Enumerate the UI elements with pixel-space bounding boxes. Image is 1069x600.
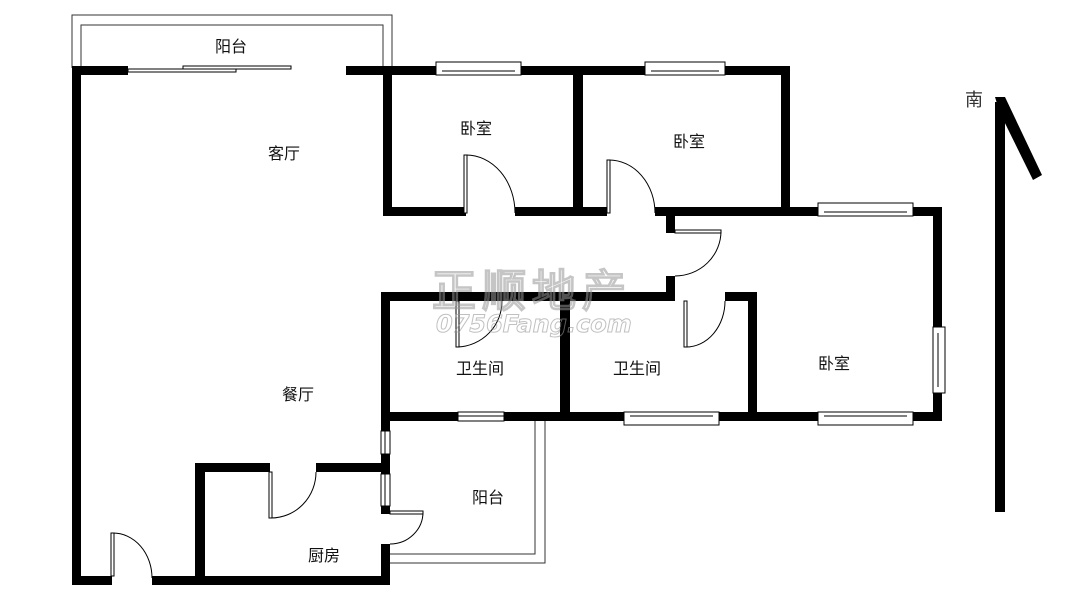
room-label-balcony-top: 阳台 [215,37,248,56]
room-label-living-room: 客厅 [268,144,301,163]
compass-label: 南 [965,90,983,111]
room-label-dining-room: 餐厅 [282,385,315,404]
sliding-door-icon [127,65,292,73]
room-label-bathroom-1: 卫生间 [456,359,505,378]
room-label-bedroom-3: 卧室 [818,354,851,373]
room-label-bathroom-2: 卫生间 [613,359,662,378]
balcony-bottom-outline [390,421,546,564]
room-label-balcony-bottom: 阳台 [472,488,505,507]
north-arrow-icon [995,97,1042,512]
doors [110,154,726,579]
watermark-name: 正顺地产 [431,265,632,317]
room-label-bedroom-1: 卧室 [460,119,493,138]
room-label-kitchen: 厨房 [308,546,341,565]
watermark-url: 0756Fang.com [436,310,633,339]
windows [380,61,946,507]
room-label-bedroom-2: 卧室 [673,132,706,151]
balcony-top-outline [71,14,393,68]
